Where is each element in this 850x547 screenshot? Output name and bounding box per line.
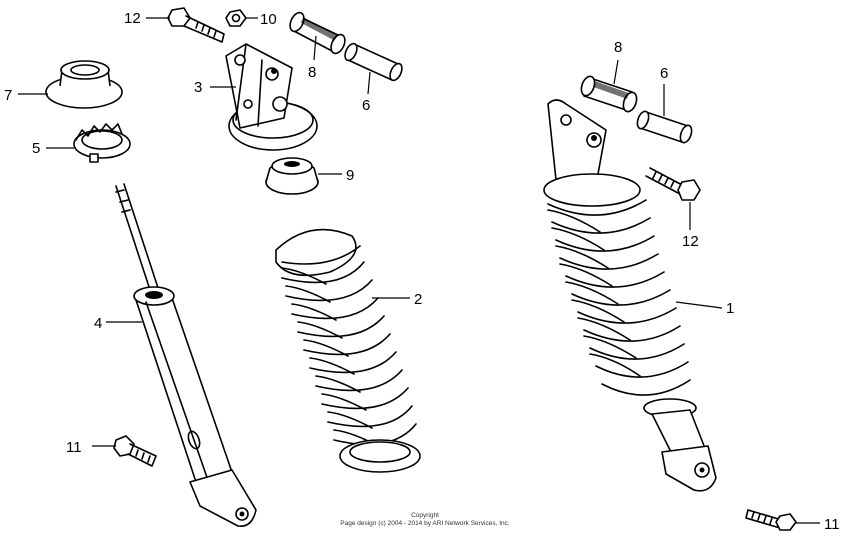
callout-12-right: 12 (682, 233, 699, 250)
callout-6-left: 6 (362, 97, 370, 114)
part-spring-seat-7[interactable] (45, 60, 123, 109)
part-lock-ring-5[interactable] (73, 123, 131, 163)
callout-6-right: 6 (660, 65, 668, 82)
part-collar-8-left[interactable] (287, 10, 347, 55)
part-bolt-11-left[interactable] (113, 435, 157, 467)
callout-11-left: 11 (66, 439, 82, 456)
part-collar-8-right[interactable] (579, 75, 639, 114)
part-damper-4[interactable] (115, 183, 257, 527)
callout-1: 1 (726, 300, 734, 317)
callout-5: 5 (32, 140, 40, 157)
leader-lines (18, 17, 820, 524)
callout-3: 3 (194, 79, 202, 96)
callout-9: 9 (346, 167, 354, 184)
callout-8-left: 8 (308, 64, 316, 81)
part-bump-stop-9[interactable] (265, 157, 319, 195)
copyright-line-2: Page design (c) 2004 - 2014 by ARI Netwo… (340, 520, 510, 527)
callout-labels: 12 10 8 6 3 7 5 9 4 2 11 8 6 12 1 11 (4, 10, 840, 533)
callout-11-right: 11 (824, 516, 840, 533)
part-bolt-11-right[interactable] (745, 509, 797, 531)
callout-12-left: 12 (124, 10, 141, 27)
part-bolt-12-right[interactable] (645, 167, 701, 201)
part-bolt-12-left[interactable] (167, 7, 225, 43)
part-nut-10[interactable] (225, 9, 247, 27)
callout-4: 4 (94, 315, 102, 332)
part-bushing-6-right[interactable] (635, 110, 694, 144)
callout-10: 10 (260, 11, 277, 28)
part-bushing-6-left[interactable] (343, 42, 405, 83)
callout-2: 2 (414, 291, 422, 308)
callout-7: 7 (4, 87, 12, 104)
copyright-notice: Copyright Page design (c) 2004 - 2014 by… (340, 512, 510, 527)
part-coil-spring-2[interactable] (275, 228, 421, 473)
part-upper-mount-3[interactable] (225, 43, 318, 151)
callout-8-right: 8 (614, 39, 622, 56)
copyright-line-1: Copyright (411, 512, 439, 519)
part-shock-assembly-1[interactable] (543, 99, 717, 492)
